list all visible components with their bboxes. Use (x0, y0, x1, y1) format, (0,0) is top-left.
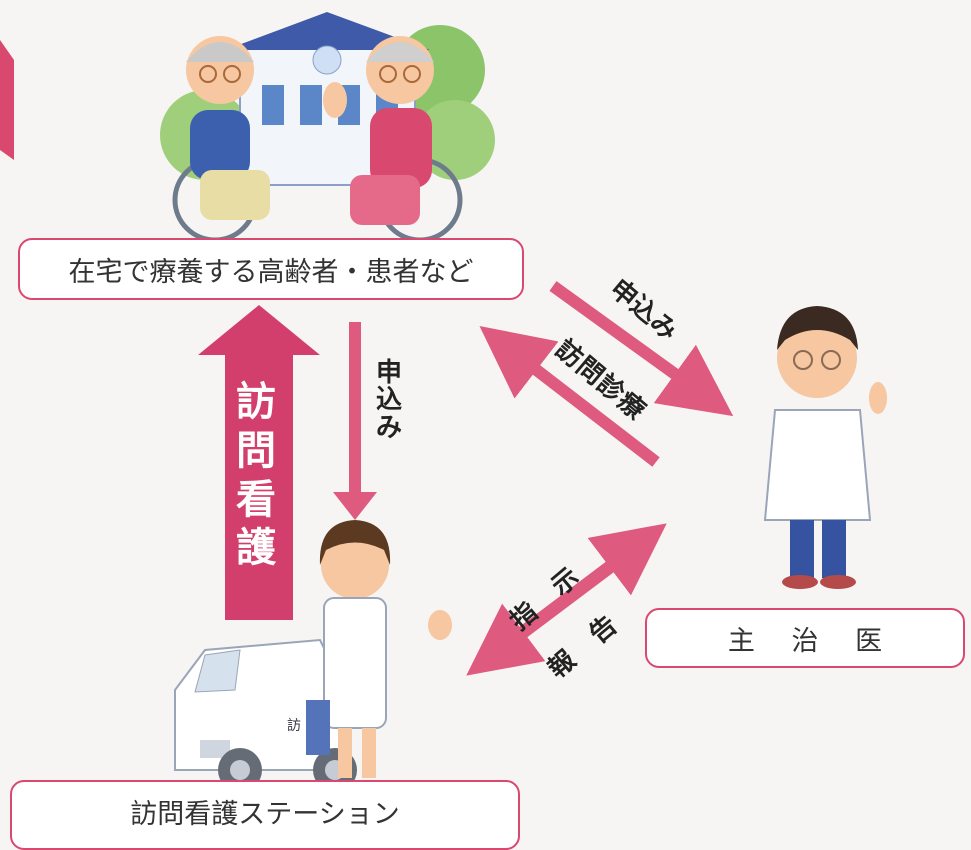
doctor-icon (763, 306, 887, 589)
elderly-couple-wheelchairs-icon (160, 12, 495, 243)
label-houmon-kango: 訪問看護 (236, 378, 276, 573)
vertical-char: 込 (376, 385, 403, 416)
nurse-with-van-icon: 訪 (174, 520, 452, 792)
arrow-houmon-shinryo (479, 326, 660, 467)
arrow-houmon-kango (198, 305, 320, 620)
arrow-shiji-houkoku-back (466, 540, 644, 676)
vertical-char: み (376, 412, 403, 443)
arrow-moushikomi-doctor (549, 281, 734, 417)
node-doctor: 主 治 医 (645, 608, 965, 668)
vertical-char: 訪 (236, 379, 276, 425)
van-text: 訪 (287, 718, 301, 734)
node-station: 訪問看護ステーション (10, 780, 520, 850)
vertical-char: 申 (376, 358, 403, 388)
node-patients: 在宅で療養する高齢者・患者など (18, 238, 524, 300)
vertical-char: 護 (236, 525, 276, 572)
label-moushikomi-vertical: 申込み (376, 358, 403, 443)
vertical-char: 看 (236, 476, 276, 523)
edge-decoration (0, 40, 14, 160)
arrow-moushikomi-down (333, 322, 377, 520)
vertical-char: 問 (236, 427, 276, 474)
